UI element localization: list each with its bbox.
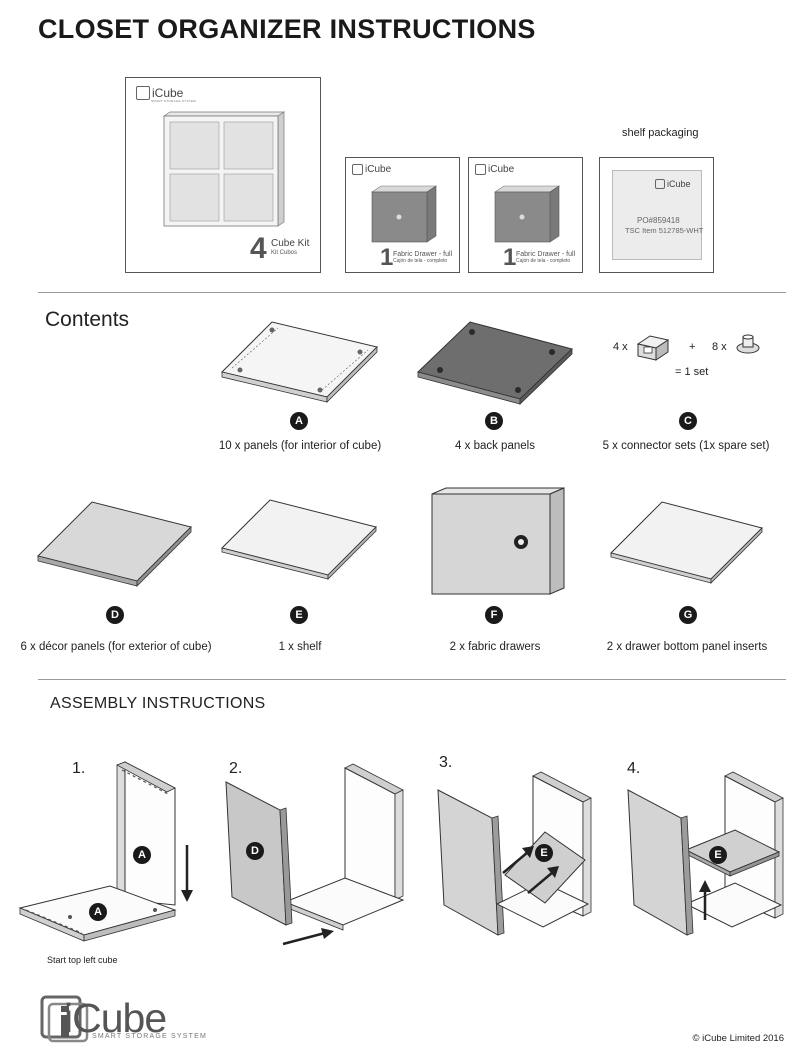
connector-result: = 1 set — [675, 366, 709, 378]
page-title: CLOSET ORGANIZER INSTRUCTIONS — [38, 14, 536, 44]
assembly-heading: ASSEMBLY INSTRUCTIONS — [50, 695, 266, 712]
badge-a: A — [290, 412, 308, 430]
copyright: © iCube Limited 2016 — [692, 1033, 785, 1044]
icube-logo-icon — [475, 164, 486, 175]
badge-b: B — [485, 412, 503, 430]
badge-g: G — [679, 606, 697, 624]
step-1-number: 1. — [72, 760, 86, 777]
drawer-package-1: iCube 1 Fabric Drawer - full Cajón de te… — [345, 157, 460, 273]
icube-logo-icon — [136, 86, 150, 100]
caption-g: 2 x drawer bottom panel inserts — [606, 641, 768, 653]
cube-kit-number: 4 — [250, 232, 267, 265]
drawer-2-brand: iCube — [488, 164, 515, 175]
connector-plus: + — [689, 341, 696, 353]
drawer-1-name-es: Cajón de tela - completo — [393, 258, 448, 264]
icube-logo-icon — [655, 179, 665, 189]
divider-top — [38, 292, 786, 293]
drawer-2-number: 1 — [503, 244, 517, 271]
caption-b: 4 x back panels — [455, 440, 535, 452]
step-2-number: 2. — [229, 760, 243, 777]
shelf-package-brand: iCube — [667, 179, 691, 189]
connector-left-qty: 4 x — [613, 341, 628, 353]
caption-d: 6 x décor panels (for exterior of cube) — [20, 641, 212, 653]
cube-kit-illustration — [162, 111, 286, 227]
drawer-1-name: Fabric Drawer - full — [393, 251, 453, 258]
badge-d: D — [106, 606, 124, 624]
shelf-package-po: PO#859418 — [637, 216, 680, 225]
cube-kit-package: iCube SMART STORAGE SYSTEM 4 Cube Kit Ki… — [125, 77, 321, 273]
step-4-badge-e: E — [709, 846, 727, 864]
step-1-note: Start top left cube — [47, 955, 118, 965]
footer-brand-sub: SMART STORAGE SYSTEM — [92, 1033, 208, 1040]
drawer-1-number: 1 — [380, 244, 394, 271]
drawer-2-name: Fabric Drawer - full — [516, 251, 576, 258]
drawer-1-brand: iCube — [365, 164, 392, 175]
cube-kit-logo: iCube SMART STORAGE SYSTEM — [136, 86, 196, 103]
step-3-badge-e: E — [535, 844, 553, 862]
badge-f: F — [485, 606, 503, 624]
cube-kit-name: Cube Kit — [271, 238, 310, 249]
cube-kit-name-es: Kit Cubos — [271, 250, 298, 256]
drawer-2-name-es: Cajón de tela - completo — [516, 258, 571, 264]
icube-logo-icon — [40, 995, 89, 1043]
step-2-badge-d: D — [246, 842, 264, 860]
drawer-1-logo: iCube — [352, 164, 391, 175]
badge-c: C — [679, 412, 697, 430]
cube-kit-brand-sub: SMART STORAGE SYSTEM — [151, 99, 197, 103]
caption-f: 2 x fabric drawers — [449, 641, 541, 653]
divider-bottom — [38, 679, 786, 680]
cube-kit-brand: iCube — [152, 86, 184, 100]
step-1-badge-a-upper: A — [133, 846, 151, 864]
shelf-packaging-label: shelf packaging — [622, 127, 699, 139]
caption-a: 10 x panels (for interior of cube) — [218, 440, 382, 452]
contents-heading: Contents — [45, 308, 130, 331]
step-4-number: 4. — [627, 760, 641, 777]
shelf-package-card: iCube PO#859418 TSC Item 512785-WHT — [612, 170, 704, 260]
drawer-1-illustration — [371, 185, 437, 243]
connector-screw-icon — [736, 334, 760, 354]
footer-brand: iCube — [64, 995, 167, 1041]
shelf-package-logo: iCube — [655, 179, 691, 189]
step-1-badge-a-lower: A — [89, 903, 107, 921]
connector-right-qty: 8 x — [712, 341, 727, 353]
shelf-package: iCube PO#859418 TSC Item 512785-WHT — [599, 157, 714, 273]
drawer-2-logo: iCube — [475, 164, 514, 175]
shelf-package-item: TSC Item 512785-WHT — [625, 226, 704, 235]
connector-bracket-icon — [636, 335, 670, 361]
icube-logo-icon — [352, 164, 363, 175]
caption-c: 5 x connector sets (1x spare set) — [602, 440, 770, 452]
drawer-package-2: iCube 1 Fabric Drawer - full Cajón de te… — [468, 157, 583, 273]
drawer-2-illustration — [494, 185, 560, 243]
footer-logo: iCube SMART STORAGE SYSTEM — [40, 995, 240, 1045]
caption-e: 1 x shelf — [278, 641, 322, 653]
step-3-number: 3. — [439, 754, 453, 771]
badge-e: E — [290, 606, 308, 624]
